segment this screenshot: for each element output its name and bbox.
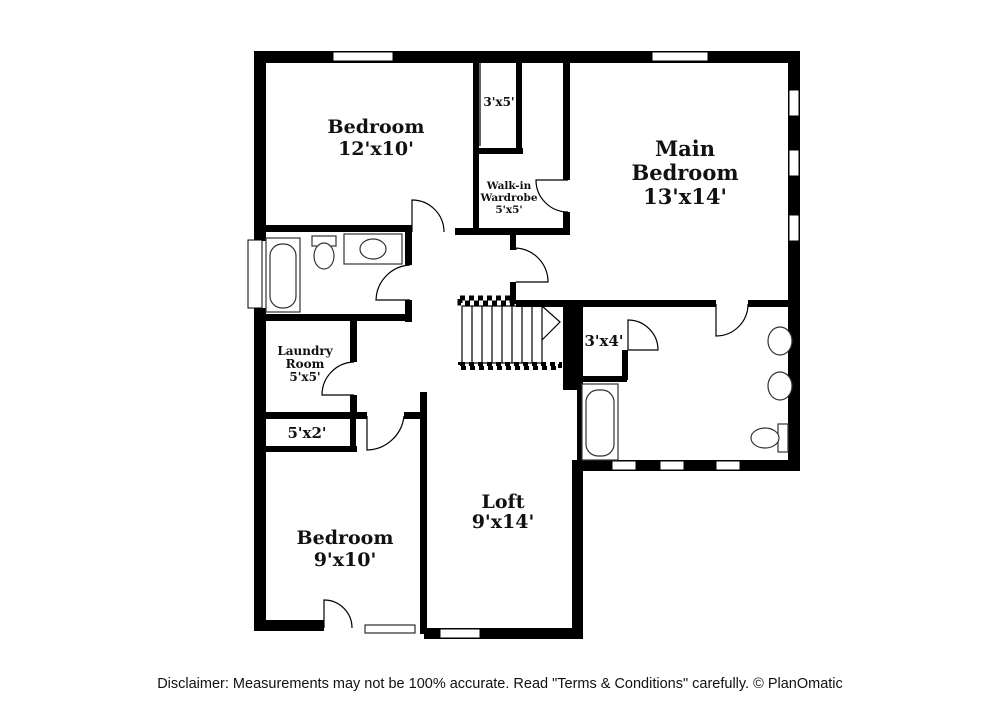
room-bedroom-top: Bedroom 12'x10' — [328, 116, 425, 160]
room-name: Loft — [482, 491, 525, 513]
stairs — [457, 295, 562, 370]
room-size: 3'x4' — [584, 332, 623, 350]
room-closet-5x2: 5'x2' — [287, 424, 326, 442]
interior-walls — [262, 60, 793, 634]
room-size: 12'x10' — [338, 138, 414, 160]
disclaimer-text: Disclaimer: Measurements may not be 100%… — [157, 676, 843, 692]
room-size: 5'x5' — [289, 370, 320, 384]
doors — [268, 62, 749, 629]
room-closet-3x4: 3'x4' — [584, 332, 623, 350]
room-size: 13'x14' — [643, 184, 727, 209]
windows — [247, 51, 800, 639]
room-size: 9'x10' — [314, 549, 377, 571]
room-size: 5'x5' — [495, 204, 522, 216]
room-name-line2: Room — [286, 357, 325, 371]
bathroom-fixtures — [265, 233, 793, 461]
room-name: Bedroom — [297, 527, 394, 549]
room-name-line1: Laundry — [277, 344, 333, 358]
room-laundry: Laundry Room 5'x5' — [277, 344, 333, 384]
room-loft: Loft 9'x14' — [472, 491, 535, 533]
room-walk-in-wardrobe: Walk-in Wardrobe 5'x5' — [479, 180, 537, 216]
room-name: Bedroom — [328, 116, 425, 138]
room-name-line1: Walk-in — [486, 180, 532, 192]
room-name-line1: Main — [655, 136, 715, 161]
room-name-line2: Wardrobe — [479, 192, 537, 204]
room-name-line2: Bedroom — [631, 160, 738, 185]
room-closet-3x5: 3'x5' — [483, 95, 514, 109]
room-size: 3'x5' — [483, 95, 514, 109]
room-size: 9'x14' — [472, 511, 535, 533]
room-size: 5'x2' — [287, 424, 326, 442]
room-main-bedroom: Main Bedroom 13'x14' — [631, 136, 738, 209]
room-bedroom-bottom: Bedroom 9'x10' — [297, 527, 394, 571]
